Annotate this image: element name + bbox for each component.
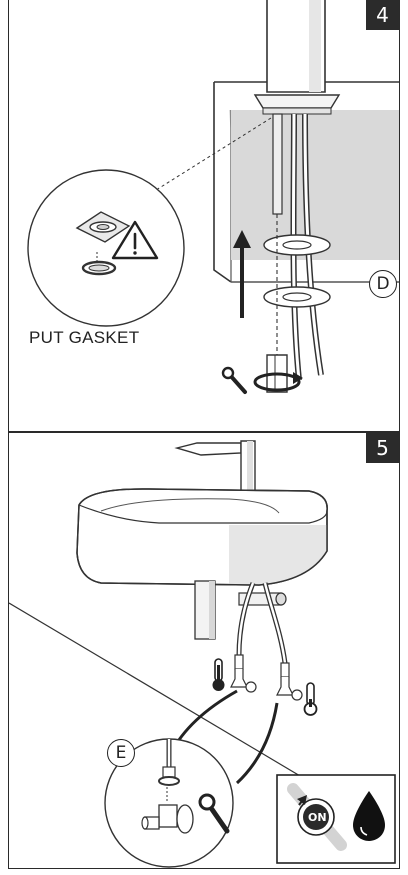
warning-triangle-icon [111,220,159,260]
detail-label-e: E [107,739,135,767]
hot-thermometer-icon [212,658,225,691]
detail-label-d: D [369,270,397,298]
step-4-illustration [27,0,399,394]
step-5-illustration [9,440,396,868]
up-arrow-icon [233,230,251,318]
valve-on-icon [287,783,347,851]
put-gasket-caption: PUT GASKET [29,328,140,347]
wrench-icon [198,793,230,834]
cold-thermometer-icon [303,682,318,716]
wrench-icon [221,366,247,394]
detail-magnifier [27,169,185,327]
rotate-arrow-icon [253,372,303,392]
step-4-panel: 4 D PUT GASKET [8,0,400,432]
step-number-badge: 5 [366,433,399,463]
water-drop-icon [353,791,385,841]
step-5-panel: 5 E ON [8,432,400,869]
step-number-badge: 4 [366,0,399,30]
